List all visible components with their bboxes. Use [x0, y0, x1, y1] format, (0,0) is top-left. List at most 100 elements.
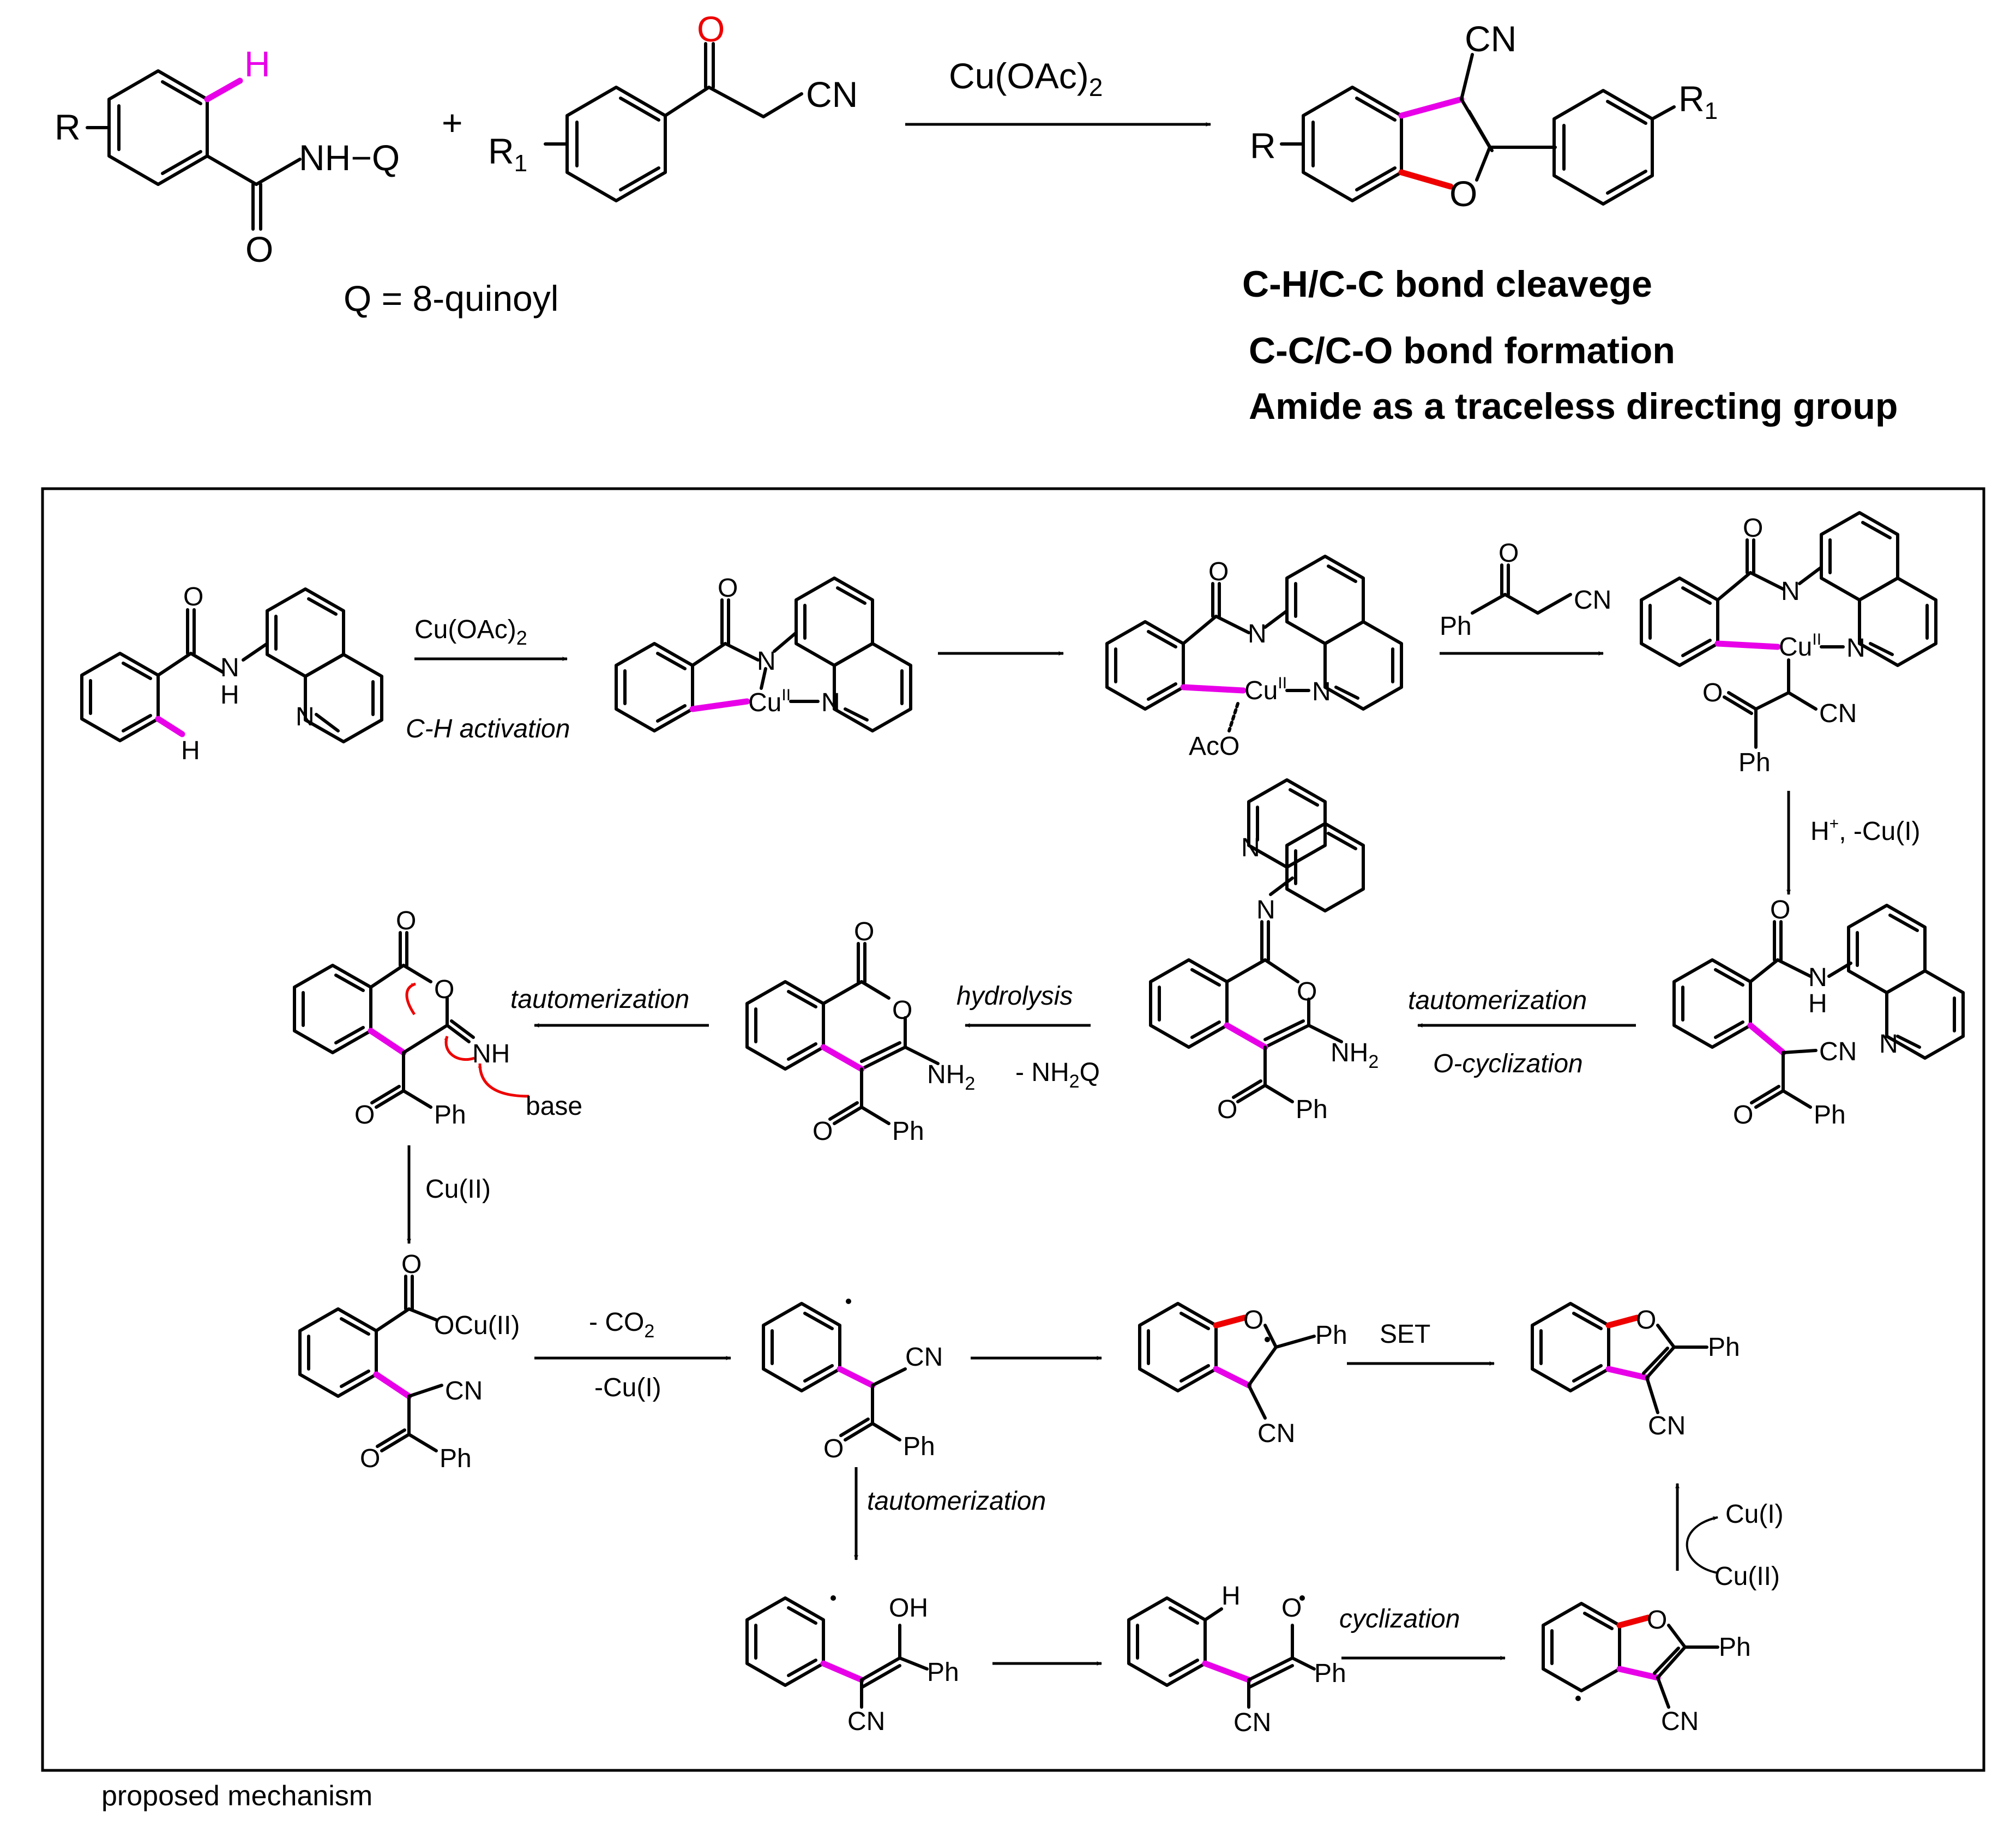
atom-label: Ph	[1719, 1633, 1751, 1662]
atom-label: O	[360, 1444, 380, 1473]
step-label-h-plus: H+, -Cu(I)	[1810, 815, 1921, 846]
benzoylacetonitrile: O CN R1	[488, 9, 858, 202]
step-label-ch-activation: C-H activation	[406, 714, 570, 743]
amino-isocoumarin: O O NH2 O Ph	[745, 917, 975, 1146]
mech-row-4: OH Ph CN H O Ph CN cyclization	[745, 1582, 1751, 1737]
copper-carboxylate: O OCu(II) CN O Ph	[298, 1250, 520, 1473]
cu-oac-complex: O N CuII N AcO	[1105, 555, 1403, 761]
atom-label: OCu(II)	[434, 1311, 520, 1340]
acetate-label: AcO	[1189, 732, 1239, 761]
alkylated-amide: O N H N CN O Ph	[1672, 896, 1965, 1130]
ketone-oxygen-label: O	[697, 9, 725, 49]
imino-isochromene: O N N NH2 O Ph	[1149, 778, 1379, 1124]
atom-label: N	[1879, 1030, 1898, 1059]
atom-label: N	[1312, 677, 1331, 706]
atom-label: O	[1208, 557, 1229, 586]
atom-label: O	[354, 1101, 375, 1130]
step-label-minus-cu-i: -Cu(I)	[594, 1373, 661, 1402]
mechanism-frame	[41, 487, 1985, 1772]
product-r-label: R	[1250, 125, 1276, 166]
base-label: base	[526, 1092, 582, 1121]
atom-label: O	[892, 996, 912, 1025]
atom-label: N	[821, 688, 840, 717]
atom-label: OH	[889, 1594, 928, 1623]
atom-label: O	[1647, 1606, 1667, 1635]
atom-label: N	[1808, 963, 1827, 992]
step-label-o-cyclization: O-cyclization	[1433, 1049, 1583, 1078]
step-label-hydrolysis: hydrolysis	[956, 982, 1073, 1011]
cu-i-released: Cu(I)	[1725, 1500, 1784, 1529]
atom-label: CN	[1257, 1419, 1295, 1448]
copper-label: CuII	[1779, 630, 1821, 662]
step-label-set: SET	[1380, 1320, 1430, 1349]
final-benzofuran: O Ph CN	[1531, 1302, 1740, 1440]
product-o-label: O	[1449, 173, 1477, 214]
cyclohexadienyl-radical: O Ph CN	[1542, 1602, 1751, 1736]
atom-label: NH	[472, 1040, 510, 1068]
atom-label: Ph	[1708, 1333, 1740, 1362]
atom-label: CN	[1819, 699, 1857, 728]
atom-label: N	[1846, 634, 1865, 663]
step-label-cyclization: cyclization	[1339, 1605, 1460, 1633]
plus-sign: +	[442, 103, 463, 143]
start-amide: O N H H N	[80, 582, 383, 765]
reagent-benzoylacetonitrile: O Ph CN	[1440, 539, 1611, 641]
cu-ii-consumed: Cu(II)	[1714, 1562, 1780, 1591]
atom-label: Ph	[434, 1101, 466, 1130]
atom-label: O	[1281, 1594, 1302, 1623]
atom-label: Ph	[1814, 1101, 1846, 1130]
atom-label: N	[1241, 833, 1260, 862]
atom-label: O	[1297, 977, 1317, 1006]
atom-label: O	[434, 975, 454, 1004]
amide-nh-q-label: NH−Q	[299, 137, 400, 178]
oxy-radical: H O Ph CN	[1127, 1582, 1346, 1737]
highlight-2: C-C/C-O bond formation	[1249, 330, 1675, 371]
atom-label: O	[1217, 1095, 1237, 1124]
highlight-3: Amide as a traceless directing group	[1249, 386, 1898, 427]
atom-label: H	[1221, 1582, 1241, 1611]
atom-label: O	[396, 906, 416, 935]
dihydrobenzofuran-radical: O Ph CN	[1138, 1302, 1347, 1448]
step-label-tautomerization-3: tautomerization	[867, 1487, 1046, 1516]
substrate-benzamide: R H NH−Q O	[55, 44, 400, 269]
mech-row-1: O N H H N Cu(OAc)2 C-H activation	[80, 511, 1937, 777]
imino-lactone: O O NH O Ph base	[293, 906, 582, 1130]
step-label-tautomerization: tautomerization	[1408, 986, 1587, 1015]
enol-radical: OH Ph CN	[745, 1594, 959, 1736]
atom-label: N	[1248, 620, 1267, 648]
atom-label: CN	[1819, 1037, 1857, 1066]
step-label-minus-nh2q: - NH2Q	[1015, 1058, 1100, 1092]
nitrile-label: CN	[806, 74, 858, 115]
atom-label: CN	[847, 1707, 885, 1736]
atom-label: O	[1733, 1101, 1753, 1130]
atom-label: Ph	[1440, 612, 1472, 641]
atom-label: O	[823, 1434, 844, 1463]
atom-label: O	[183, 582, 203, 611]
atom-label: H	[181, 736, 200, 765]
atom-label: H	[220, 681, 239, 710]
atom-label: CN	[1648, 1411, 1686, 1440]
atom-label: O	[718, 574, 738, 603]
atom-label: O	[854, 917, 874, 946]
atom-label: O	[1770, 896, 1790, 924]
amine-label: NH2	[927, 1060, 975, 1094]
atom-label: H	[1808, 989, 1827, 1018]
amine-label: NH2	[1331, 1038, 1379, 1072]
curved-arrow	[1686, 1516, 1718, 1574]
atom-label: O	[401, 1250, 422, 1279]
atom-label: N	[296, 702, 315, 731]
atom-label: CN	[905, 1343, 943, 1372]
atom-label: O	[1243, 1306, 1263, 1335]
product-benzofuran: CN R O R1	[1250, 19, 1718, 214]
highlight-1: C-H/C-C bond cleavege	[1242, 263, 1652, 305]
atom-label: O	[1743, 514, 1763, 543]
atom-label: N	[757, 647, 776, 676]
atom-label: CN	[1661, 1707, 1699, 1736]
atom-label: Ph	[440, 1444, 472, 1473]
atom-label: Ph	[1296, 1095, 1328, 1124]
atom-label: CN	[1574, 586, 1611, 615]
overall-reaction: R H NH−Q O + O CN R1 Cu(OAc)2	[55, 9, 1898, 427]
step-label-tautomerization-2: tautomerization	[510, 985, 689, 1014]
step-label-minus-co2: - CO2	[589, 1308, 654, 1342]
atom-label: Ph	[1315, 1321, 1347, 1350]
